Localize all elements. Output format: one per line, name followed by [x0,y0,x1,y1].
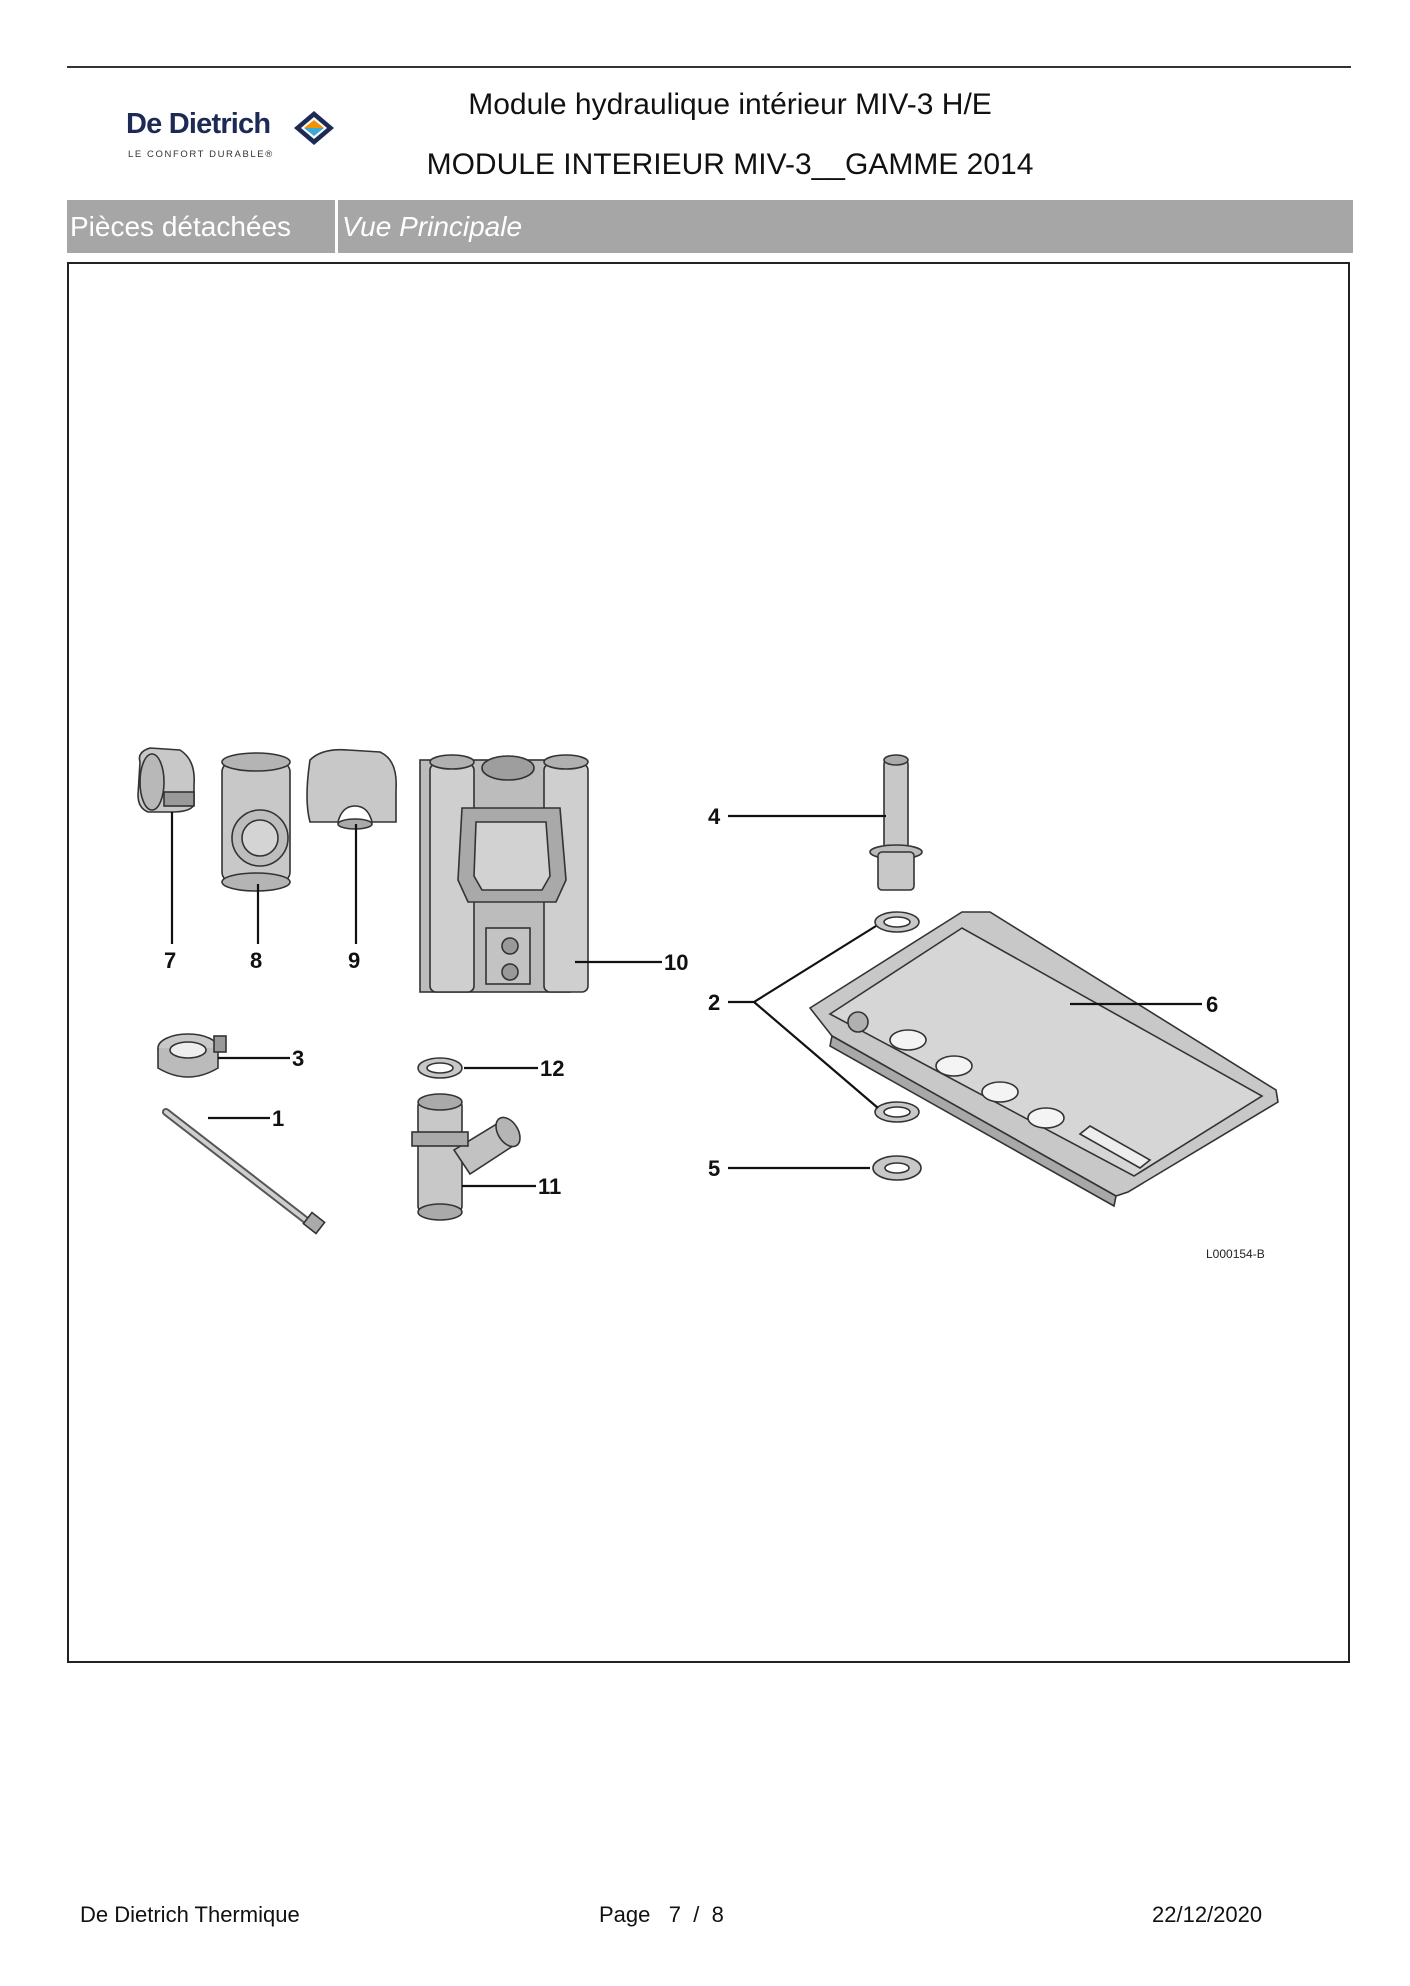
callout-4: 4 [708,804,721,829]
diamond-logo-icon [294,111,334,145]
callout-8: 8 [250,948,262,973]
section-divider [335,200,338,253]
part-11-elbow-fitting [411,1093,521,1221]
part-9-clip [306,748,397,830]
part-6-tray [808,911,1279,1208]
part-2-seals [874,911,920,1123]
callout-2: 2 [708,990,720,1015]
part-1-sensor [162,1108,326,1235]
callout-3: 3 [292,1046,304,1071]
footer-pagination: Page 7 / 8 [599,1902,724,1928]
part-3-clamp [157,1033,227,1078]
document-subtitle: MODULE INTERIEUR MIV-3__GAMME 2014 [426,148,1034,181]
callout-11: 11 [538,1174,561,1199]
brand-tagline: LE CONFORT DURABLE® [128,149,274,160]
footer-company: De Dietrich Thermique [80,1902,300,1927]
part-10-module-body [419,754,589,993]
part-4-pin [869,754,923,891]
callout-9: 9 [348,948,360,973]
section-bar: Pièces détachées Vue Principale [67,200,1353,253]
section-label: Pièces détachées [70,211,292,242]
footer-date: 22/12/2020 [1152,1902,1263,1927]
callout-10: 10 [664,950,688,975]
part-8-tee [221,752,291,892]
page-total: 8 [711,1902,724,1927]
page-current: 7 [668,1902,681,1927]
part-12-seal [417,1057,463,1079]
callout-5: 5 [708,1156,720,1181]
callout-12: 12 [540,1056,564,1081]
document-title: Module hydraulique intérieur MIV-3 H/E [468,88,992,121]
page-separator: / [693,1902,700,1927]
leader-lines [170,812,1202,1188]
diagram-frame [67,262,1350,1663]
part-5-nut [872,1155,922,1181]
view-label: Vue Principale [342,211,523,242]
brand-logo: De Dietrich LE CONFORT DURABLE® [126,108,346,168]
callout-1: 1 [272,1106,284,1131]
part-7-cap [137,747,196,813]
callout-7: 7 [164,948,176,973]
callout-labels: 7 8 9 10 3 12 1 11 4 2 6 5 [164,804,1218,1199]
top-rule [67,66,1351,68]
page-label: Page [599,1902,651,1927]
brand-name: De Dietrich [126,108,271,140]
drawing-reference: L000154-B [1206,1247,1265,1261]
callout-6: 6 [1206,992,1218,1017]
